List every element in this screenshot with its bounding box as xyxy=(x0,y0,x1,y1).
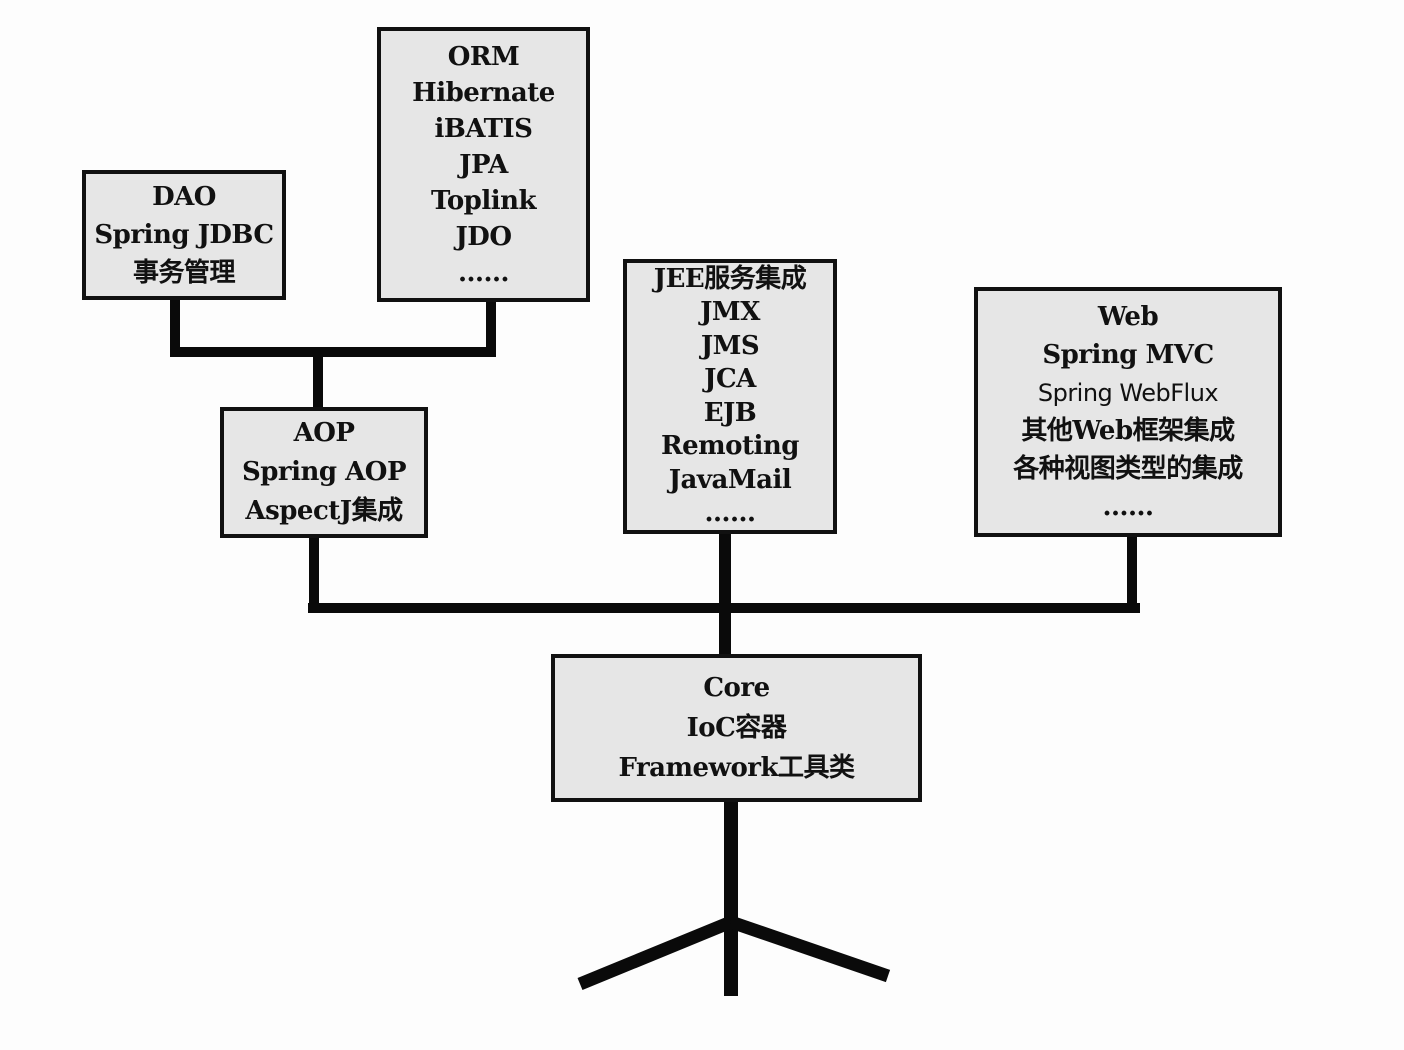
jee-box: JEE服务集成 JMX JMS JCA EJB Remoting JavaMai… xyxy=(623,259,837,534)
dao-item: Spring JDBC xyxy=(94,220,274,250)
upper-branch xyxy=(170,347,496,357)
jee-item: JCA xyxy=(704,364,756,394)
web-item: …… xyxy=(1102,492,1155,522)
orm-item: …… xyxy=(458,257,510,288)
web-item: Spring WebFlux xyxy=(1037,379,1219,407)
orm-title: ORM xyxy=(447,41,520,72)
core-item: IoC容器 xyxy=(686,713,787,743)
dao-title: DAO xyxy=(152,182,216,212)
trunk xyxy=(724,798,738,996)
web-title: Web xyxy=(1097,302,1159,332)
orm-item: JDO xyxy=(455,221,513,252)
orm-item: iBATIS xyxy=(434,113,533,144)
jee-item: JMX xyxy=(700,297,760,327)
aop-item: AspectJ集成 xyxy=(245,496,403,526)
jee-title: JEE服务集成 xyxy=(653,263,807,294)
dao-box: DAO Spring JDBC 事务管理 xyxy=(82,170,286,300)
web-item: Spring MVC xyxy=(1042,340,1214,370)
aop-box: AOP Spring AOP AspectJ集成 xyxy=(220,407,428,538)
jee-connector xyxy=(719,530,731,658)
jee-item: JavaMail xyxy=(668,464,792,495)
root-right xyxy=(728,915,891,983)
jee-item: Remoting xyxy=(661,431,799,461)
aop-upper-connector xyxy=(313,350,323,410)
core-item: Framework工具类 xyxy=(618,753,855,783)
orm-item: Toplink xyxy=(430,185,537,216)
orm-box: ORM Hibernate iBATIS JPA Toplink JDO …… xyxy=(377,27,590,302)
core-box: Core IoC容器 Framework工具类 xyxy=(551,654,922,802)
orm-item: Hibernate xyxy=(412,77,555,108)
dao-item: 事务管理 xyxy=(132,258,236,288)
aop-title: AOP xyxy=(293,418,355,448)
jee-item: …… xyxy=(704,498,757,528)
aop-lower-connector xyxy=(309,534,319,612)
jee-item: EJB xyxy=(703,397,757,428)
jee-item: JMS xyxy=(700,330,760,361)
orm-item: JPA xyxy=(459,149,508,180)
dao-connector xyxy=(170,296,180,356)
root-left xyxy=(577,915,734,991)
aop-item: Spring AOP xyxy=(241,457,407,487)
web-item: 其他Web框架集成 xyxy=(1021,416,1235,446)
web-connector xyxy=(1127,533,1137,611)
core-title: Core xyxy=(703,673,770,703)
orm-connector xyxy=(486,298,496,356)
web-box: Web Spring MVC Spring WebFlux 其他Web框架集成 … xyxy=(974,287,1282,537)
web-item: 各种视图类型的集成 xyxy=(1013,454,1243,484)
